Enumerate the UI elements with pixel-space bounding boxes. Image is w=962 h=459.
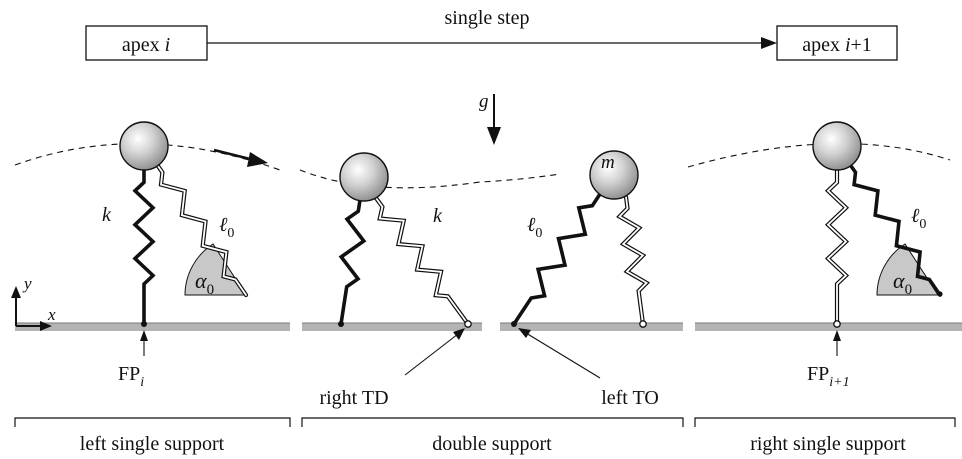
left-to-pointer-head <box>518 328 531 338</box>
ground-right-single <box>695 322 962 331</box>
ground-double-right <box>500 322 683 331</box>
mass-ball-apex-start <box>119 121 169 171</box>
foot-point-start <box>141 321 147 327</box>
left-leg-stance-td <box>338 198 367 326</box>
fp-start-label: FPi <box>118 363 144 390</box>
com-trajectory <box>299 169 561 189</box>
apex-end-index: i <box>845 34 851 56</box>
foot-point-end <box>833 320 841 328</box>
apex-end-suffix: +1 <box>851 34 872 56</box>
phase-bracket-double <box>301 417 684 427</box>
angle-label-right: α0 <box>893 268 912 298</box>
rest-length-label-double: ℓ0 <box>527 214 542 241</box>
phase-label-double: double support <box>432 433 552 455</box>
left-to-label: left TO <box>601 387 659 409</box>
right-td-pointer <box>404 333 459 376</box>
y-axis-label: y <box>22 274 32 293</box>
left-leg-takeoff <box>512 192 602 326</box>
foot-point-left-td <box>338 321 344 327</box>
stiffness-label-left: k <box>102 204 112 226</box>
left-leg-stance <box>132 168 156 326</box>
fp-end-pointer-head <box>833 330 841 341</box>
apex-start-text: apex <box>122 34 165 56</box>
phase-bracket-right-single <box>694 417 956 427</box>
foot-point-end-left <box>937 291 943 297</box>
apex-start-index: i <box>165 34 171 56</box>
svg-text:apex i+1: apex i+1 <box>802 34 872 56</box>
ground-double-left <box>302 322 482 331</box>
apex-end-text: apex <box>802 34 845 56</box>
angle-sector-right <box>876 243 939 296</box>
svg-text:apex i: apex i <box>122 34 170 56</box>
direction-arrowhead <box>247 152 268 167</box>
mass-label: m <box>601 152 615 173</box>
right-leg-swing <box>155 163 249 298</box>
foot-point-right-to <box>639 320 647 328</box>
x-axis-arrowhead <box>40 321 52 331</box>
mass-ball-takeoff <box>589 150 639 200</box>
legs <box>132 163 942 327</box>
rest-length-label-right: ℓ0 <box>911 205 926 232</box>
angle-label-left: α0 <box>195 268 214 298</box>
single-step-label: single step <box>445 7 530 29</box>
fp-end-label: FPi+1 <box>807 363 850 390</box>
rest-length-label-left: ℓ0 <box>219 214 234 241</box>
apex-start-box: apex i <box>85 25 208 61</box>
right-leg-stance <box>824 167 850 327</box>
gravity-arrowhead <box>487 127 501 145</box>
ground-left-single <box>15 322 290 331</box>
right-leg-stance-to <box>616 194 651 327</box>
mass-ball-touchdown <box>339 152 389 202</box>
angle-sector-left <box>184 243 247 296</box>
stiffness-label-double: k <box>433 205 443 227</box>
mass-ball-apex-end <box>812 121 862 171</box>
left-to-pointer <box>525 332 601 379</box>
right-td-label: right TD <box>319 387 388 409</box>
phase-label-left-single: left single support <box>80 433 225 455</box>
y-axis-arrowhead <box>11 286 21 298</box>
phase-label-right-single: right single support <box>750 433 906 455</box>
fp-start-pointer-head <box>140 330 148 341</box>
direction-arrow <box>213 148 255 162</box>
right-leg-touchdown <box>373 195 471 327</box>
apex-end-box: apex i+1 <box>776 25 898 61</box>
gravity-label: g <box>479 91 489 112</box>
foot-point-right-td <box>464 320 472 328</box>
left-leg-swing <box>849 164 942 297</box>
right-td-pointer-head <box>453 328 465 340</box>
foot-point-left-to <box>511 321 517 327</box>
x-axis-label: x <box>47 305 56 324</box>
phase-bracket-left-single <box>14 417 291 427</box>
single-step-arrowhead <box>761 37 777 49</box>
